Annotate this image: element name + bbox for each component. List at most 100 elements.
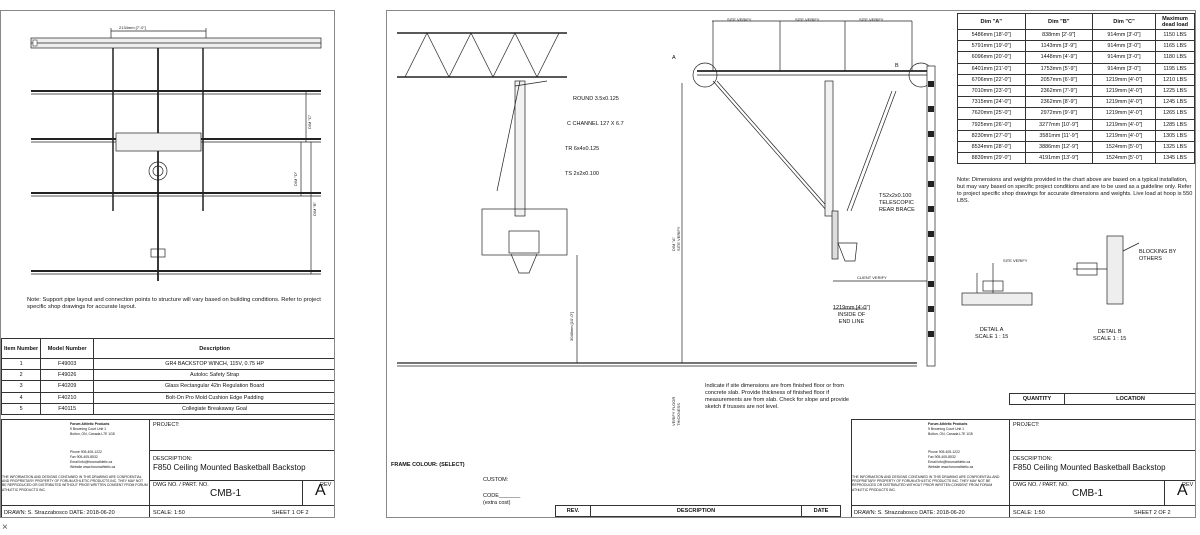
dim-cell: 1219mm [4'-0"]: [1092, 129, 1156, 142]
detail-ref-b: B: [895, 63, 899, 69]
close-icon[interactable]: ×: [2, 522, 8, 533]
dim-cell: 1210 LBS: [1155, 73, 1195, 86]
company-website: Website www.forumathletic.ca: [928, 465, 974, 469]
dim-cell: 914mm [3'-0"]: [1092, 51, 1156, 64]
dim-cell: 3277mm [10'-9"]: [1024, 118, 1094, 131]
dim-cell: 8839mm [29'-0"]: [957, 152, 1026, 165]
dim-cell: 6401mm [21'-0"]: [957, 62, 1026, 75]
company-address-1: 9 Browning Court Unit 1: [70, 427, 106, 431]
label-round: ROUND 3.5x0.125: [573, 96, 619, 102]
dim-cell: 2362mm [7'-9"]: [1024, 84, 1094, 98]
bom-header-model: Model Number: [40, 338, 95, 359]
company-email: Email info@forumathletic.ca: [70, 460, 113, 464]
rev-header-description: DESCRIPTION: [590, 504, 802, 517]
table-row: 6096mm [20'-0"]1448mm [4'-9"]914mm [3'-0…: [957, 51, 1195, 64]
company-address-2: Bolton, ON, Canada L7E 1G8: [928, 432, 973, 436]
bom-cell: 2: [1, 369, 42, 382]
quantity-location-table: QUANTITY LOCATION: [1009, 392, 1195, 406]
qty-header: QUANTITY: [1009, 392, 1065, 406]
label-ts: TS 2x2x0.100: [565, 171, 599, 177]
dim-cell: 8230mm [27'-0"]: [957, 129, 1026, 142]
scale: SCALE: 1:50: [153, 510, 185, 516]
bom-cell: 1: [1, 357, 42, 371]
dim-header-c: Dim "C": [1092, 13, 1156, 30]
bom-cell: F49003: [40, 357, 95, 371]
label-tr: TR 6x4x0.125: [565, 146, 600, 152]
dim-header-a: Dim "A": [957, 13, 1026, 30]
dim-cell: 1448mm [4'-9"]: [1024, 51, 1094, 64]
dim-cell: 4191mm [13'-9"]: [1024, 152, 1094, 165]
dim-header-load: Maximum dead load: [1155, 13, 1195, 30]
bom-cell: Bolt-On Pro Mold Cushion Edge Padding: [93, 391, 334, 404]
dim-cell: 1225 LBS: [1155, 84, 1195, 98]
dim-cell: 7925mm [26'-0"]: [957, 118, 1026, 131]
dimensions-note: Note: Dimensions and weights provided in…: [957, 177, 1193, 204]
site-verify-detail: SITE VERIFY: [1003, 258, 1028, 263]
sheet-number: SHEET 2 OF 2: [1134, 510, 1171, 516]
table-row: 5791mm [19'-0"]1143mm [3'-9"]914mm [3'-0…: [957, 40, 1195, 53]
company-fax: Fax 905-405-8532: [70, 455, 98, 459]
dim-cell: 1524mm [5'-0"]: [1092, 152, 1156, 165]
bom-cell: Glass Rectangular 42in Regulation Board: [93, 380, 334, 393]
bom-cell: F40209: [40, 380, 95, 393]
drawn-by: DRAWN: S. Strazzabosco DATE: 2018-06-20: [4, 510, 115, 516]
rev-label: REV: [1182, 482, 1194, 488]
bom-cell: F40210: [40, 391, 95, 404]
dim-cell: 2362mm [8'-9"]: [1024, 96, 1094, 109]
rev-label: REV: [320, 482, 332, 488]
dim-cell: 7620mm [25'-0"]: [957, 107, 1026, 120]
dwg-number: CMB-1: [1072, 488, 1104, 499]
label-floor-thickness: VERIFY FLOOR THICKNESS: [671, 396, 681, 426]
dim-cell: 3581mm [11'-9"]: [1024, 129, 1094, 142]
dim-cell: 1265 LBS: [1155, 107, 1195, 120]
table-row: 7925mm [26'-0"]3277mm [10'-9"]1219mm [4'…: [957, 118, 1195, 131]
dim-cell: 2972mm [9'-9"]: [1024, 107, 1094, 120]
custom-label: CUSTOM:: [483, 477, 509, 483]
dim-cell: 1325 LBS: [1155, 140, 1195, 154]
table-row: 7620mm [25'-0"]2972mm [9'-9"]1219mm [4'-…: [957, 107, 1195, 120]
table-row: 7315mm [24'-0"]2362mm [8'-9"]1219mm [4'-…: [957, 96, 1195, 109]
dim-top-label: 2134mm [7'-0"]: [119, 25, 146, 30]
dim-cell: 1195 LBS: [1155, 62, 1195, 75]
table-row: 8839mm [29'-0"]4191mm [13'-9"]1524mm [5'…: [957, 152, 1195, 165]
dim-cell: 1219mm [4'-0"]: [1092, 107, 1156, 120]
dim-cell: 1180 LBS: [1155, 51, 1195, 64]
dim-cell: 1285 LBS: [1155, 118, 1195, 131]
dim-b-label: DIM "B": [312, 202, 317, 216]
table-row: 5486mm [18'-0"]838mm [2'-9"]914mm [3'-0"…: [957, 28, 1195, 42]
dim-header-b: Dim "B": [1024, 13, 1094, 30]
bom-cell: Collegiate Breakaway Goal: [93, 402, 334, 415]
company-email: Email info@forumathletic.ca: [928, 460, 971, 464]
dwg-number: CMB-1: [210, 488, 242, 499]
detail-ref-a: A: [672, 55, 676, 61]
bom-cell: F49026: [40, 369, 95, 382]
plan-view-drawing: [30, 28, 322, 281]
label-telescopic: TS2x2x0.100 TELESCOPIC REAR BRACE: [879, 193, 915, 213]
description-value: F850 Ceiling Mounted Basketball Backstop: [1013, 463, 1166, 472]
bom-header-description: Description: [93, 338, 334, 359]
dim-cell: 1150 LBS: [1155, 28, 1195, 42]
dim-cell: 838mm [2'-9"]: [1024, 28, 1094, 42]
rev-value: A: [315, 482, 326, 499]
site-verify-3: SITE VERIFY: [859, 17, 884, 22]
drawn-by: DRAWN: S. Strazzabosco DATE: 2018-06-20: [854, 510, 965, 516]
dim-cell: 2057mm [6'-9"]: [1024, 73, 1094, 86]
dim-cell: 1524mm [5'-0"]: [1092, 140, 1156, 154]
scale: SCALE: 1:50: [1013, 510, 1045, 516]
drawing-sheet-2: ROUND 3.5x0.125 C CHANNEL 127 X 6.7 TR 6…: [386, 10, 1196, 518]
label-channel: C CHANNEL 127 X 6.7: [567, 121, 624, 127]
label-detail-a: DETAIL A SCALE 1 : 15: [975, 327, 1009, 340]
company-phone: Phone 905-405-1222: [928, 450, 960, 454]
dim-cell: 8534mm [28'-0"]: [957, 140, 1026, 154]
site-dimensions-note: Indicate if site dimensions are from fin…: [705, 383, 849, 410]
company-name: Forum Athletic Products: [928, 422, 968, 426]
site-verify-2: SITE VERIFY: [795, 17, 820, 22]
company-phone: Phone 905-405-1222: [70, 450, 102, 454]
label-client-verify: CLIENT VERIFY: [857, 275, 887, 280]
dim-cell: 3886mm [12'-9"]: [1024, 140, 1094, 154]
project-label: PROJECT:: [1013, 422, 1040, 428]
